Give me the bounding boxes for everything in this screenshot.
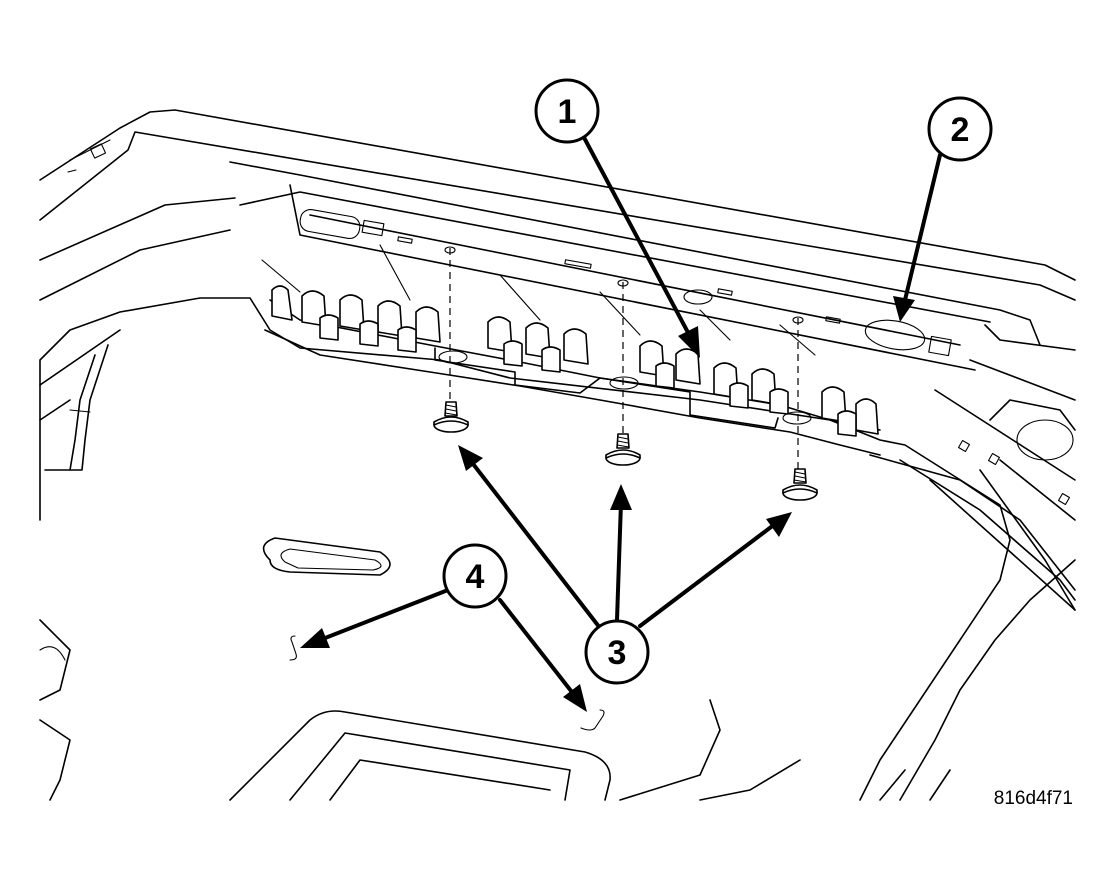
callout-3-label: 3 — [608, 634, 627, 672]
callout-4-label: 4 — [466, 558, 485, 596]
clip-row — [271, 285, 879, 437]
wire-harness-clips — [264, 285, 881, 456]
headliner-panel — [39, 297, 1076, 801]
screw-icon — [605, 433, 641, 466]
screw-group — [433, 246, 818, 501]
body-panel-outline — [39, 109, 1076, 611]
screw-icon — [433, 401, 469, 433]
callout-2: 2 — [927, 96, 993, 162]
figure-reference-code: 816d4f71 — [994, 788, 1073, 809]
callout-1: 1 — [534, 78, 600, 144]
leader-arrows — [300, 128, 942, 712]
callout-1-label: 1 — [558, 93, 577, 131]
screw-icon — [782, 468, 818, 501]
callout-3: 3 — [584, 619, 650, 685]
callout-4: 4 — [442, 543, 508, 609]
clip-icon — [289, 635, 605, 731]
callout-2-label: 2 — [951, 111, 970, 149]
